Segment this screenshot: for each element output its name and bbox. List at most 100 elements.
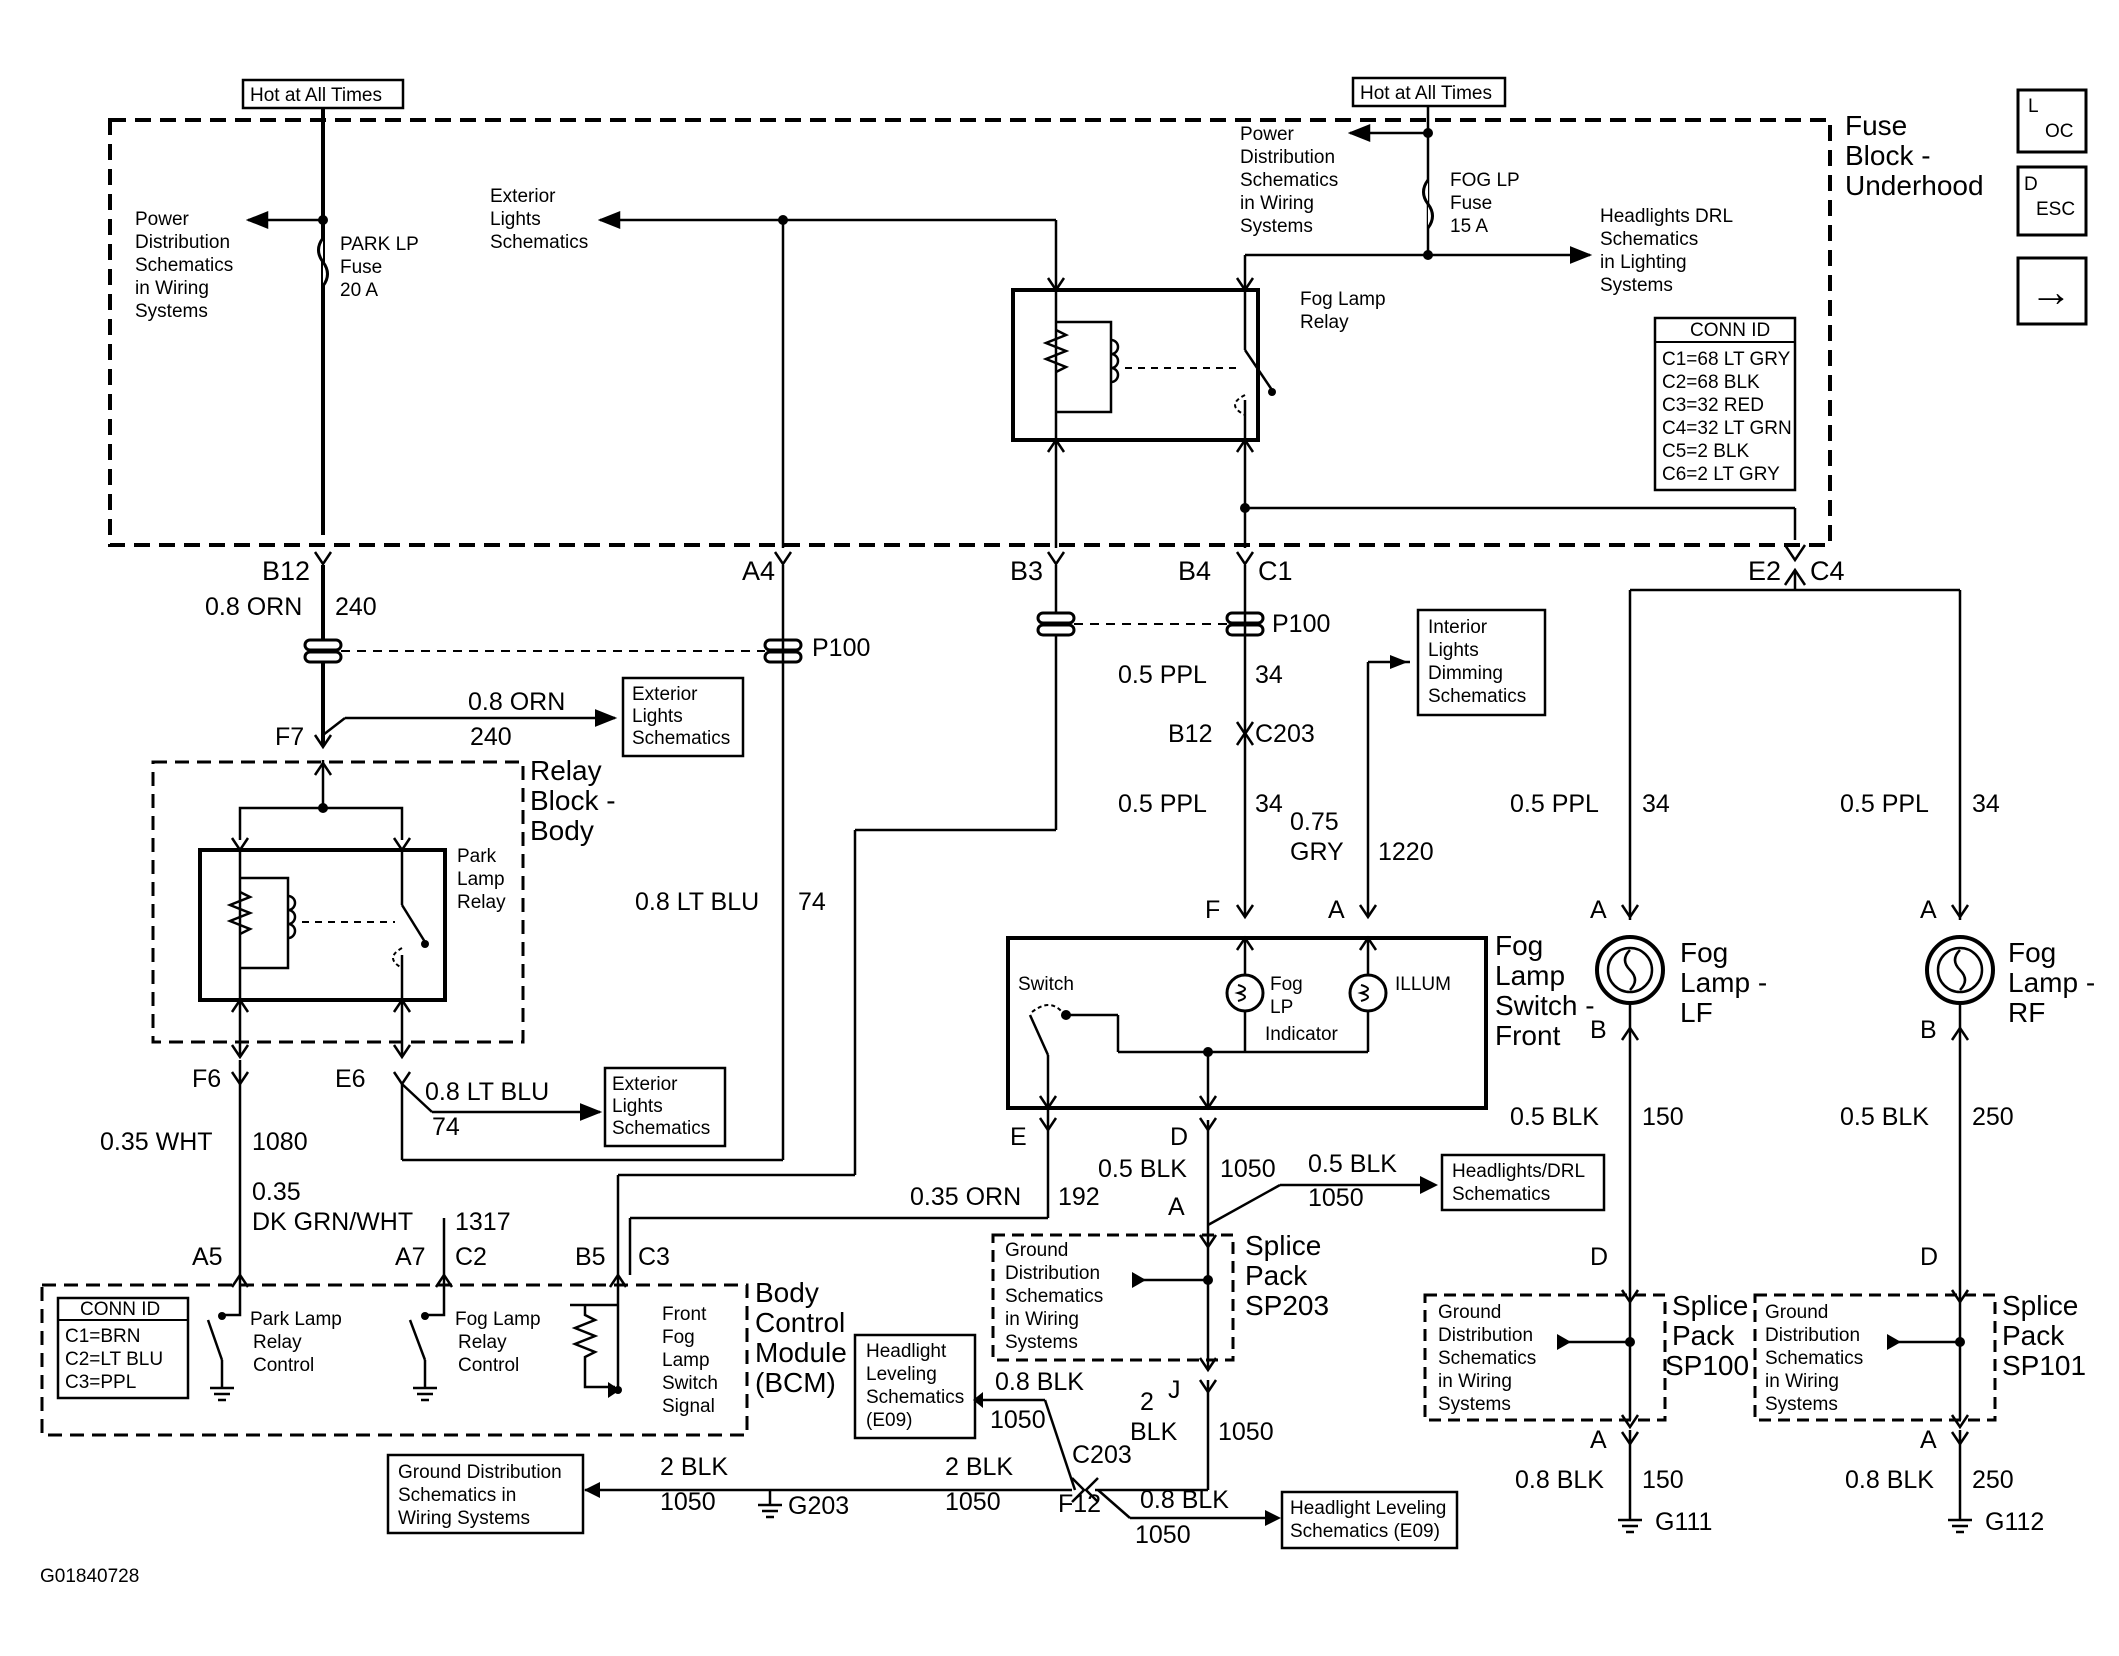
- svg-text:Indicator: Indicator: [1265, 1024, 1339, 1045]
- svg-text:Distribution: Distribution: [1005, 1263, 1100, 1284]
- svg-text:Lamp: Lamp: [1495, 960, 1565, 991]
- figure-id: G01840728: [40, 1566, 139, 1587]
- p100-right: P100: [1272, 610, 1330, 638]
- svg-text:0.5 PPL: 0.5 PPL: [1118, 661, 1207, 689]
- svg-text:Dimming: Dimming: [1428, 663, 1503, 684]
- svg-text:Relay: Relay: [530, 755, 602, 786]
- svg-text:Pack: Pack: [2002, 1320, 2065, 1351]
- svg-text:Exterior: Exterior: [612, 1074, 678, 1095]
- hot-box-left: [241, 78, 405, 110]
- svg-text:0.5 PPL: 0.5 PPL: [1118, 790, 1207, 818]
- svg-text:Schematics: Schematics: [632, 728, 730, 749]
- svg-text:in Wiring: in Wiring: [135, 278, 209, 299]
- svg-text:SP203: SP203: [1245, 1290, 1329, 1321]
- park-fuse-icon: [317, 237, 329, 287]
- svg-text:C2=LT BLU: C2=LT BLU: [65, 1349, 163, 1370]
- svg-text:Fog Lamp: Fog Lamp: [455, 1309, 541, 1330]
- svg-text:1050: 1050: [1220, 1155, 1276, 1183]
- wire-blk-1050-b: 0.5 BLK 1050: [1308, 1150, 1397, 1212]
- relay-block-body: [151, 760, 525, 1044]
- svg-text:1050: 1050: [660, 1488, 716, 1516]
- next-arrow-button[interactable]: →: [2016, 256, 2088, 326]
- svg-text:in Wiring: in Wiring: [1438, 1371, 1512, 1392]
- svg-text:Schematics in: Schematics in: [398, 1485, 516, 1506]
- svg-text:B5: B5: [575, 1243, 606, 1271]
- svg-text:A: A: [1328, 896, 1345, 924]
- svg-text:Splice: Splice: [2002, 1290, 2078, 1321]
- svg-text:Systems: Systems: [1005, 1332, 1078, 1353]
- svg-text:Block -: Block -: [1845, 140, 1931, 171]
- arrow-icon: →: [2030, 268, 2072, 315]
- svg-text:Fog: Fog: [2008, 937, 2056, 968]
- svg-text:in Wiring: in Wiring: [1240, 193, 1314, 214]
- svg-text:Schematics (E09): Schematics (E09): [1290, 1521, 1440, 1542]
- svg-text:192: 192: [1058, 1183, 1100, 1211]
- svg-text:Pack: Pack: [1672, 1320, 1735, 1351]
- bcm-pins: A5 A7 C2 B5 C3: [192, 1243, 670, 1271]
- wire-blk-1050-a: 0.5 BLK 1050: [1098, 1155, 1276, 1183]
- svg-text:Interior: Interior: [1428, 617, 1488, 638]
- svg-text:Lamp -: Lamp -: [1680, 967, 1767, 998]
- fog-lp-indicator-lamp: [1225, 973, 1265, 1013]
- g111-ground-icon: [1618, 1518, 1642, 1534]
- svg-text:C1: C1: [1258, 556, 1293, 586]
- fuse-block-label: Fuse Block - Underhood: [1845, 110, 1984, 201]
- svg-text:D: D: [1920, 1243, 1938, 1271]
- svg-text:240: 240: [335, 593, 377, 621]
- svg-text:0.8 BLK: 0.8 BLK: [995, 1368, 1084, 1396]
- illum-label: ILLUM: [1395, 974, 1451, 995]
- svg-text:Schematics: Schematics: [1600, 229, 1698, 250]
- svg-text:Leveling: Leveling: [866, 1364, 937, 1385]
- svg-text:74: 74: [432, 1113, 460, 1141]
- wire-ltblu-74-a: 0.8 LT BLU 74: [425, 1078, 549, 1141]
- svg-text:SP101: SP101: [2002, 1350, 2086, 1381]
- svg-text:C2=68 BLK: C2=68 BLK: [1662, 372, 1760, 393]
- svg-text:Ground: Ground: [1765, 1302, 1828, 1323]
- svg-text:A: A: [1590, 1426, 1607, 1454]
- svg-text:1050: 1050: [1218, 1418, 1274, 1446]
- svg-text:Switch -: Switch -: [1495, 990, 1595, 1021]
- svg-text:0.8 LT BLU: 0.8 LT BLU: [425, 1078, 549, 1106]
- svg-text:Systems: Systems: [1765, 1394, 1838, 1415]
- svg-text:2 BLK: 2 BLK: [945, 1453, 1013, 1481]
- loc-button[interactable]: L OC: [2016, 88, 2088, 154]
- svg-text:LP: LP: [1270, 997, 1293, 1018]
- svg-text:0.8 ORN: 0.8 ORN: [468, 688, 565, 716]
- svg-text:0.8 BLK: 0.8 BLK: [1845, 1466, 1934, 1494]
- svg-text:0.35: 0.35: [252, 1178, 301, 1206]
- svg-text:C2: C2: [455, 1243, 487, 1271]
- svg-text:1317: 1317: [455, 1208, 511, 1236]
- svg-text:A: A: [1920, 1426, 1937, 1454]
- svg-text:in Wiring: in Wiring: [1005, 1309, 1079, 1330]
- relay-pins: F6 E6: [192, 1065, 366, 1093]
- svg-text:Lamp: Lamp: [662, 1350, 710, 1371]
- svg-text:Splice: Splice: [1672, 1290, 1748, 1321]
- svg-text:Headlights/DRL: Headlights/DRL: [1452, 1161, 1585, 1182]
- svg-text:250: 250: [1972, 1466, 2014, 1494]
- wire-2blk-1050-l: 2 BLK 1050: [660, 1453, 728, 1516]
- svg-text:Ground: Ground: [1438, 1302, 1501, 1323]
- g203-label: G203: [788, 1492, 849, 1520]
- wire-ltblu-74-b: 0.8 LT BLU 74: [635, 888, 826, 916]
- svg-text:Relay: Relay: [253, 1332, 302, 1353]
- svg-text:Park Lamp: Park Lamp: [250, 1309, 342, 1330]
- svg-text:Power: Power: [1240, 124, 1295, 145]
- svg-text:0.5 PPL: 0.5 PPL: [1510, 790, 1599, 818]
- desc-button[interactable]: D ESC: [2016, 165, 2088, 237]
- svg-text:2: 2: [1140, 1388, 1154, 1416]
- svg-text:(BCM): (BCM): [755, 1367, 836, 1398]
- svg-text:Schematics: Schematics: [490, 232, 588, 253]
- svg-text:C1=BRN: C1=BRN: [65, 1326, 141, 1347]
- svg-text:Ground Distribution: Ground Distribution: [398, 1462, 562, 1483]
- svg-text:Fog Lamp: Fog Lamp: [1300, 289, 1386, 310]
- svg-text:Fog: Fog: [662, 1327, 695, 1348]
- svg-text:0.5 BLK: 0.5 BLK: [1840, 1103, 1929, 1131]
